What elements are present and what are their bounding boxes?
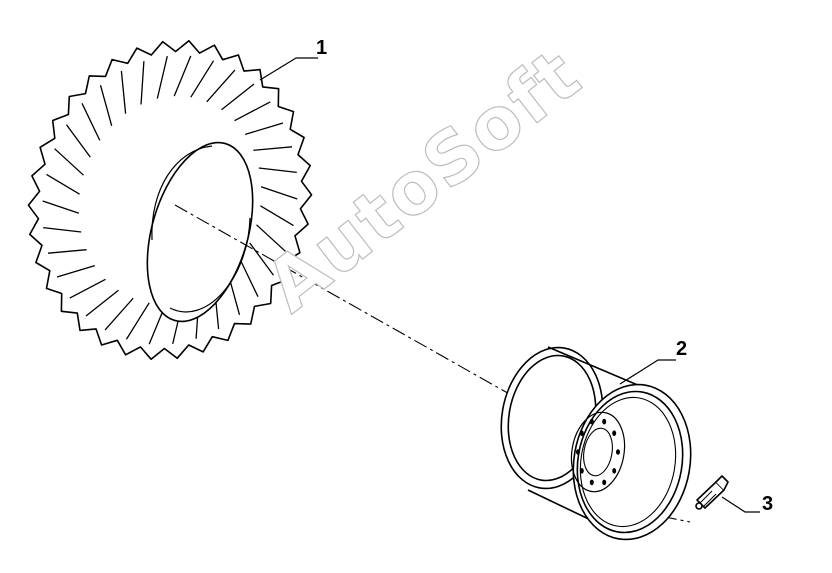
bolt-hole: [589, 479, 594, 486]
bolt-hole: [576, 449, 580, 455]
callout-2: 2: [676, 338, 688, 360]
bolt-hole: [579, 430, 584, 437]
bolt-hole: [616, 449, 620, 455]
tire: [27, 40, 313, 360]
bolt-hole: [602, 418, 607, 425]
leader-line-3: [721, 496, 760, 513]
callout-3: 3: [762, 493, 774, 515]
callout-1: 1: [316, 37, 328, 59]
bolt-hole: [579, 468, 584, 474]
bolt-hole: [589, 418, 594, 425]
tire-valve: [695, 475, 729, 510]
assembly-axis-line: [174, 204, 521, 401]
leader-line-2: [619, 359, 676, 385]
bolt-hole: [612, 430, 617, 437]
leader-line-1: [259, 57, 318, 81]
bolt-hole: [602, 479, 607, 486]
bolt-hole: [612, 468, 617, 474]
wheel-rim: [500, 346, 692, 541]
